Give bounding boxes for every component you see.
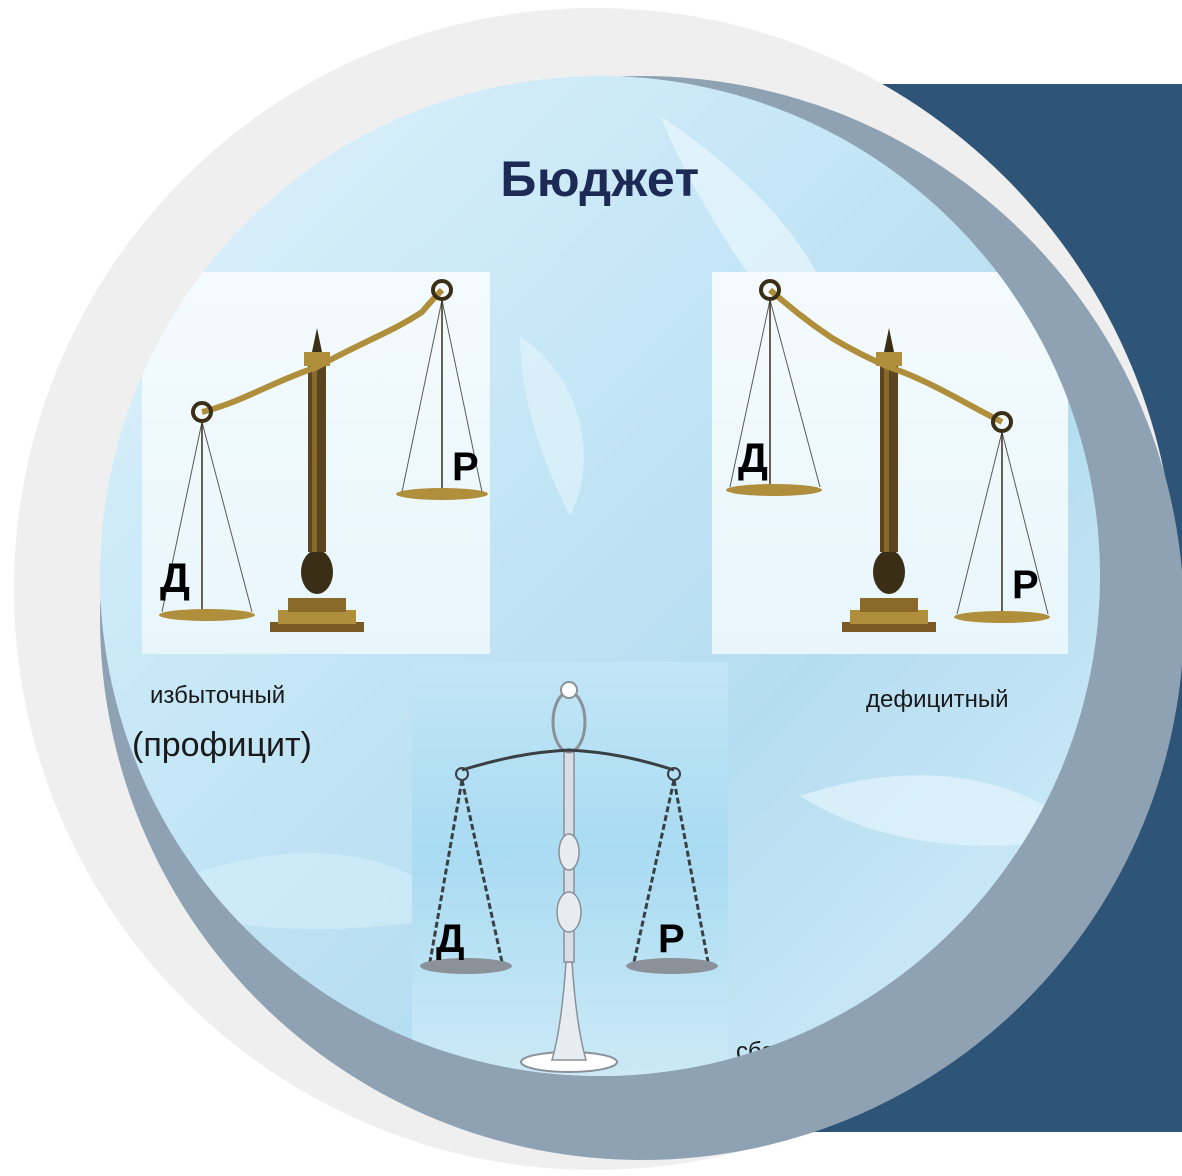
deficit-left-pan-letter: Д	[738, 434, 768, 481]
surplus-caption-line2: (профицит)	[132, 726, 312, 764]
deficit-right-pan-letter: Р	[1012, 563, 1039, 607]
deficit-scale-icon: Д Р	[726, 279, 1050, 632]
surplus-scale-panel: Д Р	[142, 272, 490, 654]
balanced-caption: сбалансиро	[736, 1038, 868, 1065]
page-title: Бюджет	[500, 151, 700, 207]
deficit-scale-panel: Д Р	[712, 272, 1068, 654]
budget-illustration: Бюджет	[100, 76, 1100, 1076]
surplus-right-pan-letter: Р	[452, 445, 479, 489]
surplus-left-pan-letter: Д	[160, 554, 190, 601]
surplus-caption-line1: избыточный	[150, 682, 286, 709]
balanced-right-pan-letter: Р	[658, 917, 685, 961]
balanced-scale-icon: Д Р	[420, 681, 718, 1073]
deficit-caption: дефицитный	[866, 686, 1009, 713]
balanced-scale-panel: Д Р	[412, 662, 728, 1076]
surplus-scale-icon: Д Р	[159, 279, 488, 632]
balanced-left-pan-letter: Д	[436, 917, 465, 961]
